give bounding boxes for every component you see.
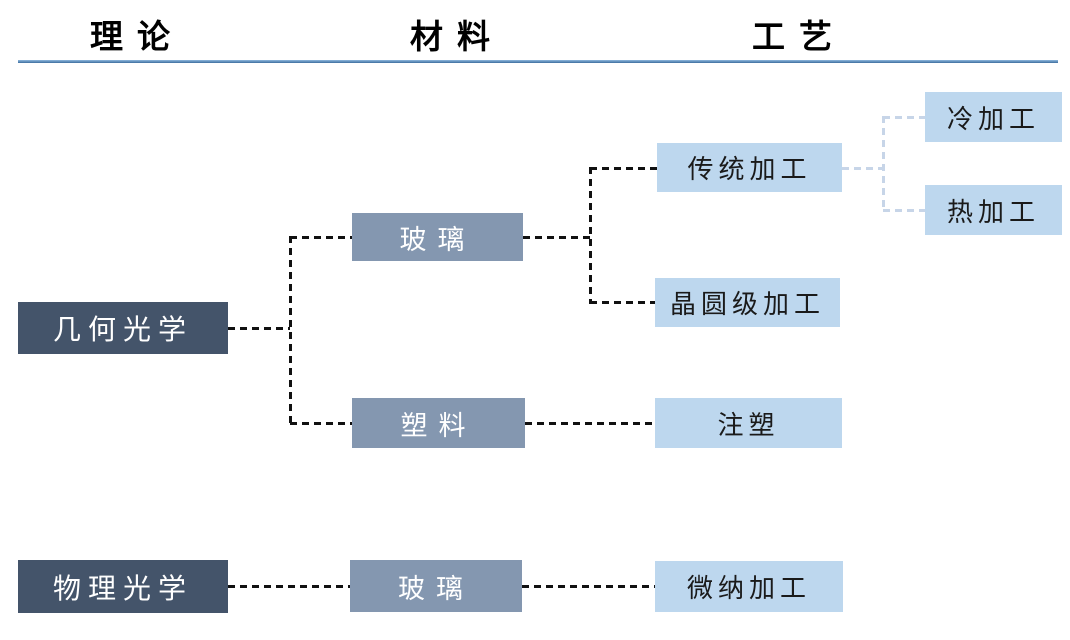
node-cold-processing: 冷加工 — [925, 92, 1062, 142]
connector-to-glass-geometric — [290, 236, 352, 239]
connector-physical-optics-to-glass — [228, 585, 350, 588]
node-plastic: 塑料 — [352, 398, 525, 448]
node-physical-optics: 物理光学 — [18, 560, 228, 613]
node-hot-processing: 热加工 — [925, 185, 1062, 235]
connector-to-cold-processing — [883, 116, 925, 119]
column-header-process: 工艺 — [752, 20, 846, 56]
connector-left-vertical — [289, 236, 292, 424]
node-traditional-processing: 传统加工 — [657, 143, 842, 192]
connector-glass-to-micro-nano — [522, 585, 655, 588]
connector-middle-vertical — [589, 167, 592, 304]
node-micro-nano-processing: 微纳加工 — [655, 561, 843, 612]
node-glass-geometric: 玻璃 — [352, 213, 523, 261]
node-glass-physical: 玻璃 — [350, 560, 522, 612]
connector-right-vertical — [882, 116, 885, 211]
connector-plastic-to-injection-molding — [525, 422, 655, 425]
node-geometric-optics: 几何光学 — [18, 302, 228, 354]
node-wafer-level-processing: 晶圆级加工 — [655, 278, 840, 327]
connector-to-hot-processing — [883, 209, 925, 212]
connector-to-wafer-level-processing — [590, 301, 655, 304]
header-divider-rule — [18, 60, 1058, 63]
connector-to-traditional-processing — [590, 167, 657, 170]
connector-glass-geometric-branch — [523, 236, 590, 239]
column-header-theory: 理论 — [90, 20, 184, 56]
connector-to-plastic — [290, 422, 352, 425]
connector-geometric-optics-branch — [228, 327, 290, 330]
connector-traditional-processing-branch — [842, 167, 883, 170]
column-header-material: 材料 — [410, 20, 504, 56]
node-injection-molding: 注塑 — [655, 398, 842, 448]
